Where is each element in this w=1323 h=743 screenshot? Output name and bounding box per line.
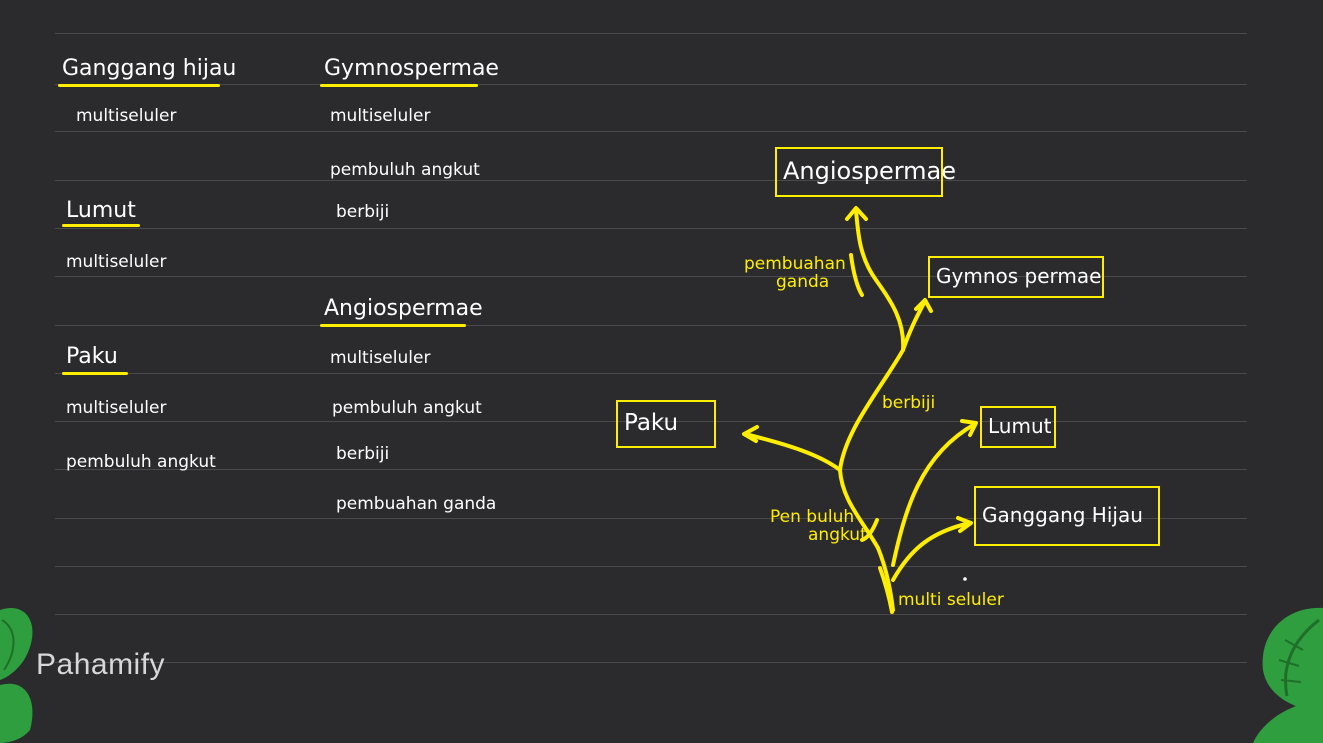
trait-text: berbiji: [336, 202, 390, 222]
ruled-line: [55, 373, 1247, 374]
ruled-line: [55, 662, 1247, 663]
ruled-line: [55, 421, 1247, 422]
trunk-line: [854, 208, 906, 352]
trait-tick: [878, 566, 894, 614]
trunk-line: [838, 468, 880, 550]
heading-paku: Paku: [66, 344, 118, 369]
leaf-icon: [1253, 607, 1323, 743]
ruled-line: [55, 84, 1247, 85]
trait-label-ganda: ganda: [776, 272, 830, 292]
trait-label-angkut: angkut: [808, 525, 867, 545]
branch-ganggang: [891, 521, 972, 582]
heading-underline: [58, 84, 220, 87]
trait-text: multiseluler: [66, 398, 167, 418]
trait-tick: [860, 518, 879, 542]
trait-label-pembuahan: pembuahan: [744, 254, 846, 274]
trunk-line: [838, 348, 905, 472]
arrowhead: [914, 298, 933, 313]
trait-text: multiseluler: [330, 106, 431, 126]
ruled-line: [55, 518, 1247, 519]
trait-tick: [849, 253, 864, 297]
ruled-line: [55, 33, 1247, 34]
heading-underline: [320, 324, 466, 327]
ruled-line: [55, 566, 1247, 567]
trait-text: pembuluh angkut: [66, 452, 216, 472]
brand-logo: Pahamify: [36, 648, 166, 681]
ruled-line: [55, 131, 1247, 132]
trait-label-pembuluh: Pen buluh: [770, 507, 855, 527]
heading-underline: [62, 224, 140, 227]
box-angiospermae: Angiospermae: [775, 147, 956, 197]
branch-gymnospermae: [901, 301, 926, 352]
heading-underline: [62, 372, 128, 375]
trait-text: pembuluh angkut: [330, 160, 480, 180]
heading-angiospermae: Angiospermae: [324, 296, 483, 321]
trait-text: multiseluler: [76, 106, 177, 126]
trait-text: pembuluh angkut: [332, 398, 482, 418]
trait-text: multiseluler: [66, 252, 167, 272]
trait-text: berbiji: [336, 444, 390, 464]
ruled-line: [55, 614, 1247, 615]
ruled-line: [55, 276, 1247, 277]
ruled-line: [55, 228, 1247, 229]
ruled-line: [55, 180, 1247, 181]
pen-dot: [963, 577, 967, 581]
heading-ganggang-hijau: Ganggang hijau: [62, 56, 237, 81]
box-ganggang-hijau: Ganggang Hijau: [974, 486, 1160, 546]
box-paku: Paku: [616, 400, 716, 448]
heading-gymnospermae: Gymnospermae: [324, 56, 499, 81]
trait-label-multiseluler: multi seluler: [898, 590, 1004, 610]
box-lumut: Lumut: [980, 406, 1056, 448]
trait-label-berbiji: berbiji: [882, 393, 936, 413]
trait-text: pembuahan ganda: [336, 494, 497, 514]
ruled-line: [55, 325, 1247, 326]
leaf-icon: [0, 608, 33, 743]
box-gymnospermae: Gymnos permae: [928, 256, 1104, 298]
arrowhead: [742, 425, 759, 443]
heading-lumut: Lumut: [66, 198, 136, 223]
ruled-line: [55, 469, 1247, 470]
arrowhead: [956, 516, 973, 533]
trait-text: multiseluler: [330, 348, 431, 368]
arrowhead: [960, 419, 978, 437]
branch-lumut: [891, 422, 977, 567]
branch-paku: [743, 432, 842, 472]
heading-underline: [320, 84, 478, 87]
arrowhead: [845, 206, 868, 221]
